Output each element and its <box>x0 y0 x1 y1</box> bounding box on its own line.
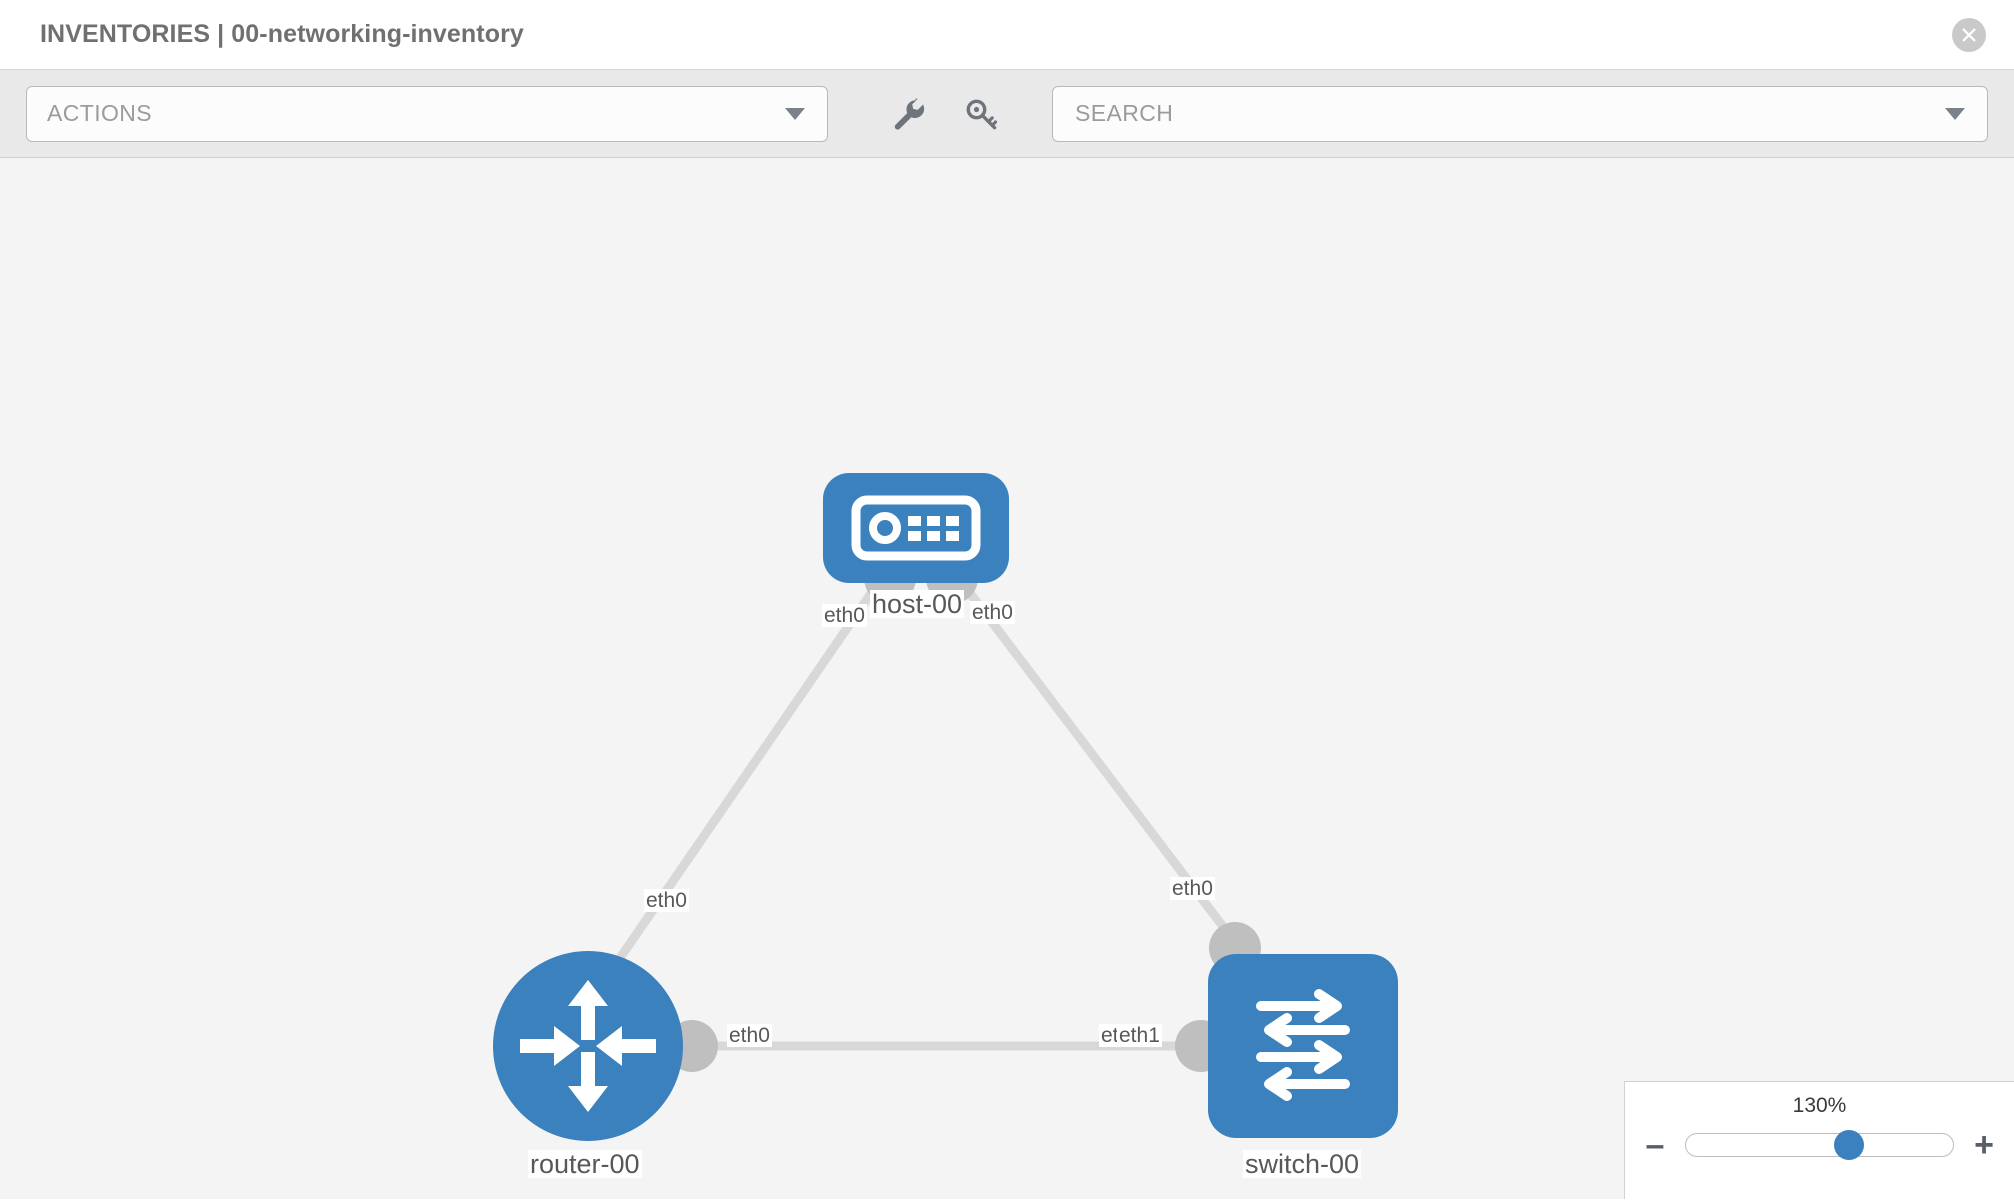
node-switch-00[interactable] <box>1208 954 1398 1138</box>
node-host-00[interactable] <box>823 473 1009 583</box>
zoom-level-value: 130% <box>1792 1094 1847 1117</box>
close-icon[interactable] <box>1952 17 1986 52</box>
iface-label: eth0 <box>822 604 867 628</box>
iface-label: eth0 <box>727 1024 772 1048</box>
iface-label: eth1 <box>1117 1024 1162 1048</box>
topology-canvas[interactable]: eth0 eth0 eth0 eth0 eth0 eth0 eth1 host-… <box>0 158 2014 1199</box>
actions-dropdown-label: ACTIONS <box>47 100 153 126</box>
actions-dropdown[interactable]: ACTIONS <box>26 85 828 142</box>
topology-links <box>616 573 1247 1051</box>
topology-connectors <box>666 552 1261 1072</box>
iface-label: eth0 <box>970 601 1015 625</box>
toolbar-icon-group <box>886 92 1004 136</box>
node-router-00[interactable] <box>493 951 683 1141</box>
search-input[interactable] <box>1073 99 1967 128</box>
zoom-in-button[interactable]: + <box>1974 1126 1994 1164</box>
node-label-switch: switch-00 <box>1243 1149 1362 1179</box>
zoom-out-button[interactable]: – <box>1645 1126 1665 1164</box>
iface-label: eth0 <box>644 889 689 913</box>
chevron-down-icon <box>785 107 805 120</box>
iface-label: eth0 <box>1170 877 1215 901</box>
page-title: INVENTORIES | 00-networking-inventory <box>40 20 524 48</box>
node-label-host: host-00 <box>870 589 965 619</box>
search-field[interactable] <box>1052 85 1988 142</box>
wrench-icon[interactable] <box>886 92 930 136</box>
zoom-slider-row: – + <box>1625 1128 2014 1162</box>
zoom-slider-thumb[interactable] <box>1833 1130 1864 1160</box>
chevron-down-icon[interactable] <box>1945 107 1965 120</box>
page-header: INVENTORIES | 00-networking-inventory <box>0 0 2014 70</box>
zoom-control: 130% – + <box>1624 1081 2014 1199</box>
topology-graph <box>493 473 1398 1141</box>
zoom-slider-track[interactable] <box>1685 1130 1954 1160</box>
node-label-router: router-00 <box>528 1149 642 1179</box>
toolbar: ACTIONS <box>0 70 2014 158</box>
key-icon[interactable] <box>960 92 1004 136</box>
